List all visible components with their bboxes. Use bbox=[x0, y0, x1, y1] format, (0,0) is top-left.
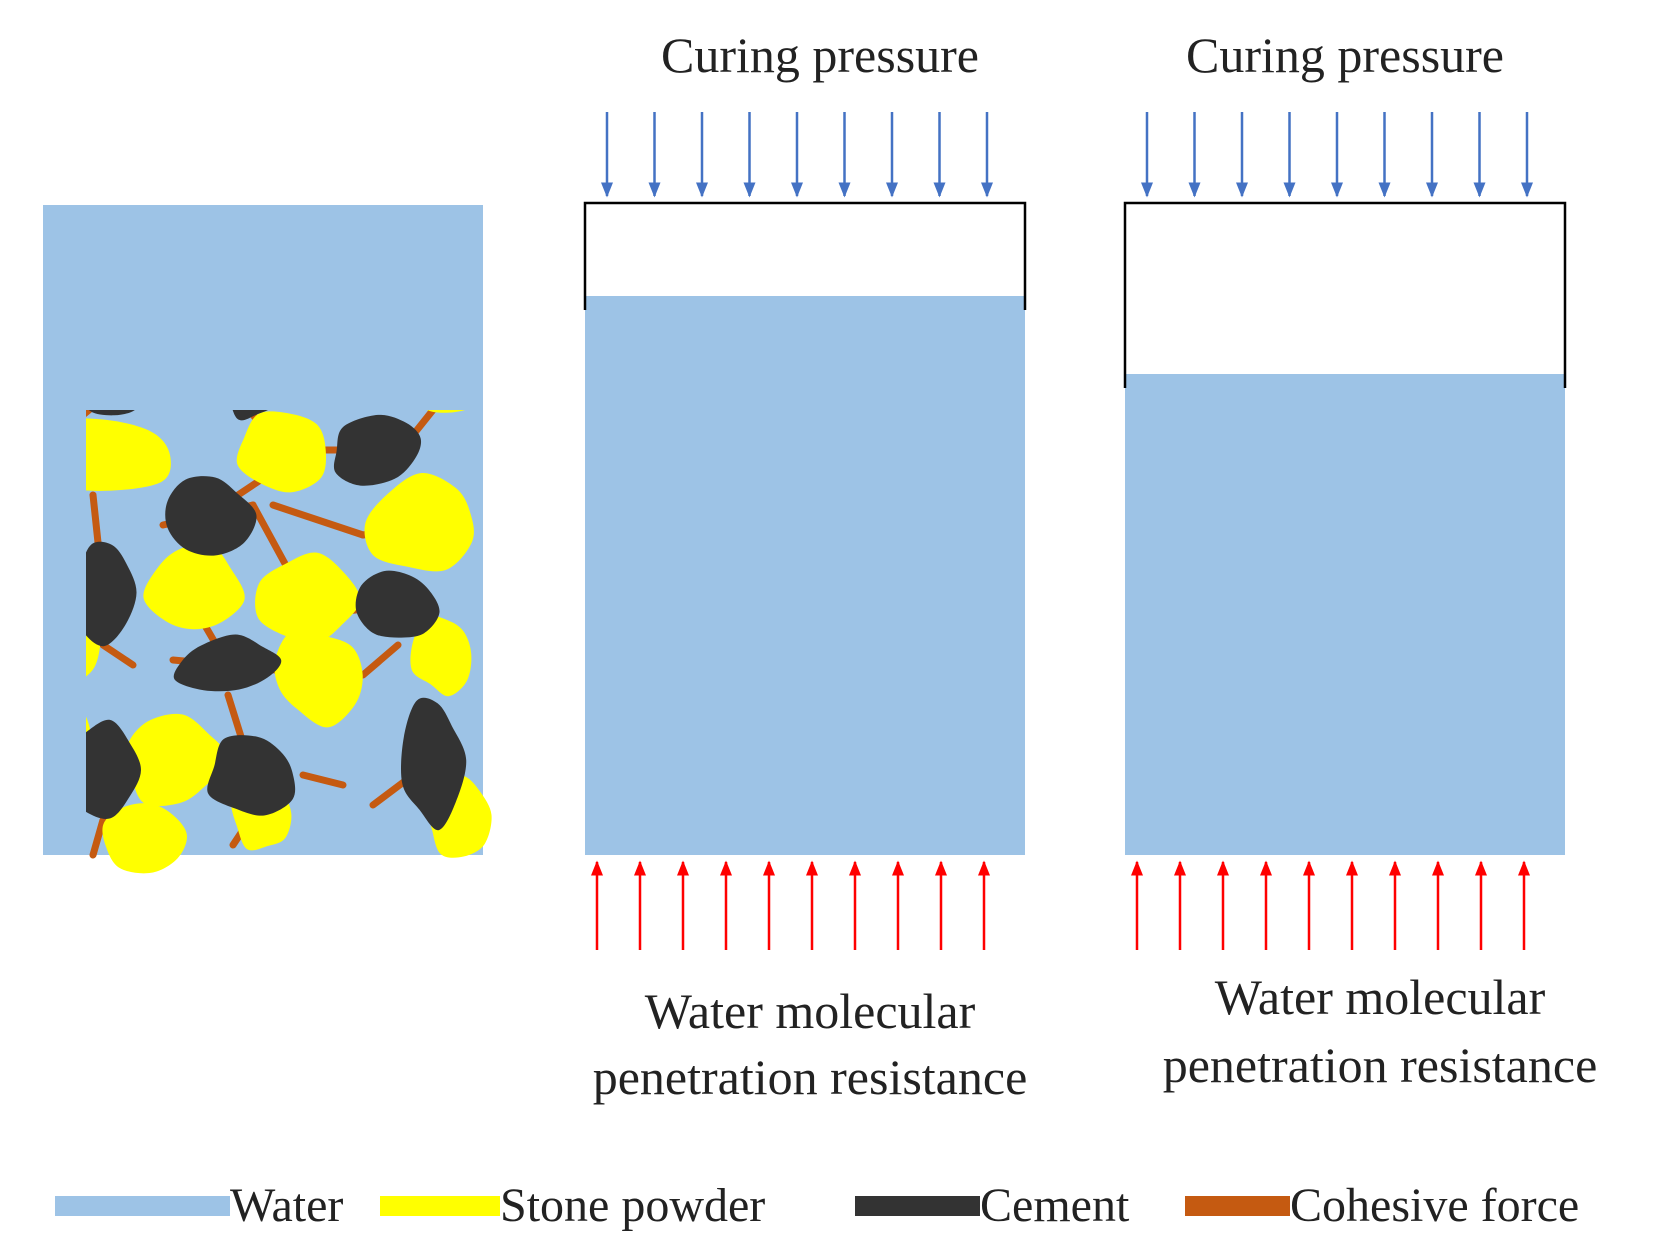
legend-label: Cement bbox=[980, 1179, 1130, 1232]
pressure-platen bbox=[1123, 201, 1567, 388]
legend-label: Water bbox=[230, 1179, 344, 1232]
stone-powder-particle bbox=[364, 472, 474, 572]
cohesive-bond bbox=[99, 641, 137, 669]
curing-pressure-label-1: Curing pressure bbox=[661, 27, 979, 83]
cement-particle bbox=[86, 541, 137, 647]
cement-particle bbox=[165, 476, 257, 556]
legend-swatch-cement bbox=[855, 1196, 980, 1216]
legend-label: Cohesive force bbox=[1290, 1179, 1580, 1232]
cohesive-bond bbox=[86, 410, 95, 418]
resistance-label-2-line2: penetration resistance bbox=[1162, 1037, 1598, 1093]
curing-pressure-label-2: Curing pressure bbox=[1186, 27, 1504, 83]
stone-powder-particle bbox=[274, 629, 363, 728]
stone-powder-particle bbox=[255, 552, 361, 644]
pressure-platen bbox=[583, 201, 1027, 310]
stone-powder-particle bbox=[102, 803, 187, 874]
specimen-pressurized-high bbox=[1123, 112, 1567, 950]
legend-swatch-stone-powder bbox=[380, 1196, 500, 1216]
stone-powder-particle bbox=[143, 543, 245, 630]
legend-swatch-water bbox=[55, 1196, 230, 1216]
specimen-pressurized-moderate bbox=[583, 112, 1027, 950]
stone-powder-particle bbox=[410, 615, 472, 697]
stone-powder-particle bbox=[236, 411, 327, 493]
legend-label: Stone powder bbox=[500, 1179, 766, 1232]
resistance-label-2-line1: Water molecular bbox=[1214, 969, 1546, 1025]
resistance-label-1-line1: Water molecular bbox=[644, 983, 976, 1039]
cement-particle bbox=[207, 735, 296, 816]
cohesive-bond bbox=[299, 771, 347, 789]
water-matrix bbox=[1125, 374, 1565, 855]
cement-particle bbox=[173, 634, 282, 692]
cement-particle bbox=[86, 719, 141, 819]
stone-powder-particle bbox=[426, 410, 465, 413]
stone-powder-particle bbox=[126, 713, 231, 807]
cement-particle bbox=[88, 410, 135, 416]
stone-powder-particle bbox=[86, 418, 171, 491]
resistance-label-1-line2: penetration resistance bbox=[592, 1049, 1028, 1105]
cohesive-bond bbox=[89, 816, 107, 859]
specimen-unpressurized bbox=[43, 205, 492, 874]
cement-particle bbox=[333, 414, 422, 486]
cement-particle bbox=[355, 570, 440, 638]
water-matrix bbox=[585, 296, 1025, 855]
cement-particle bbox=[400, 697, 467, 831]
cohesive-bond bbox=[269, 501, 367, 539]
cement-particle bbox=[232, 410, 268, 421]
cohesive-bond bbox=[409, 410, 438, 439]
legend-swatch-cohesive-force bbox=[1185, 1196, 1290, 1216]
cohesive-bond bbox=[359, 641, 402, 679]
